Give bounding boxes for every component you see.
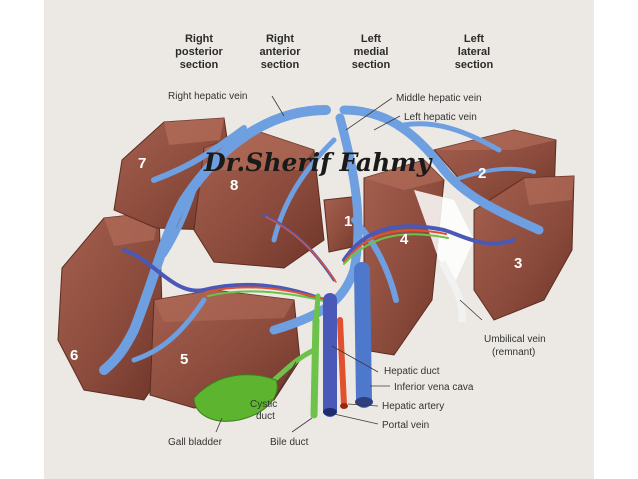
- svg-text:medial: medial: [354, 46, 389, 58]
- hilar-trunks: [271, 293, 348, 419]
- label-gall-bladder: Gall bladder: [168, 437, 223, 448]
- liver-segments-figure: Right posterior section Right anterior s…: [44, 0, 594, 479]
- segment-numbers: 1 2 3 4 5 6 7 8: [70, 155, 522, 368]
- label-bile-duct: Bile duct: [270, 437, 309, 448]
- svg-text:lateral: lateral: [458, 46, 490, 58]
- svg-text:Right: Right: [266, 33, 294, 45]
- inferior-vena-cava: [354, 262, 372, 408]
- svg-text:Left: Left: [361, 33, 382, 45]
- segment-number-3: 3: [514, 255, 522, 272]
- segment-number-2: 2: [478, 165, 486, 182]
- svg-text:section: section: [261, 59, 300, 71]
- segment-number-6: 6: [70, 347, 78, 364]
- label-middle-hepatic-vein: Middle hepatic vein: [396, 93, 482, 104]
- section-label-left-lateral: Left lateral section: [455, 33, 494, 71]
- leader-lines: [215, 95, 483, 433]
- svg-text:Right: Right: [185, 33, 213, 45]
- svg-text:anterior: anterior: [260, 46, 302, 58]
- section-label-right-anterior: Right anterior section: [260, 33, 302, 71]
- label-right-hepatic-vein: Right hepatic vein: [168, 91, 248, 102]
- left-hepatic-vein: [339, 105, 544, 235]
- portal-triad-branches: [122, 213, 516, 303]
- svg-text:section: section: [352, 59, 391, 71]
- watermark-text: Dr.Sherif Fahmy: [203, 148, 433, 177]
- hepatic-duct: [313, 293, 321, 325]
- liver-diagram: Right posterior section Right anterior s…: [57, 33, 575, 448]
- svg-text:section: section: [455, 59, 494, 71]
- segment-number-1: 1: [344, 213, 352, 230]
- right-hepatic-vein: [99, 105, 331, 375]
- segment-number-7: 7: [138, 155, 146, 172]
- label-left-hepatic-vein: Left hepatic vein: [404, 112, 477, 123]
- hepatic-artery: [337, 317, 347, 408]
- label-umbilical-vein: Umbilical vein: [484, 334, 546, 345]
- section-label-right-posterior: Right posterior section: [175, 33, 223, 71]
- bile-duct: [310, 316, 320, 419]
- label-hepatic-duct: Hepatic duct: [384, 366, 440, 377]
- label-cystic-duct: duct: [256, 411, 275, 422]
- label-portal-vein: Portal vein: [382, 420, 429, 431]
- umbilical-vein-remnant: [438, 260, 466, 323]
- label-umbilical-vein-remnant: (remnant): [492, 347, 535, 358]
- segment-number-4: 4: [400, 231, 409, 248]
- gall-bladder: [193, 374, 278, 422]
- section-label-left-medial: Left medial section: [352, 33, 391, 71]
- segment-number-5: 5: [180, 351, 188, 368]
- svg-text:Left: Left: [464, 33, 485, 45]
- svg-text:posterior: posterior: [175, 46, 223, 58]
- segment-number-8: 8: [230, 177, 238, 194]
- label-cystic: Cystic: [250, 399, 277, 410]
- label-inferior-vena-cava: Inferior vena cava: [394, 382, 474, 393]
- cystic-duct: [271, 347, 317, 383]
- label-hepatic-artery: Hepatic artery: [382, 401, 444, 412]
- svg-text:section: section: [180, 59, 219, 71]
